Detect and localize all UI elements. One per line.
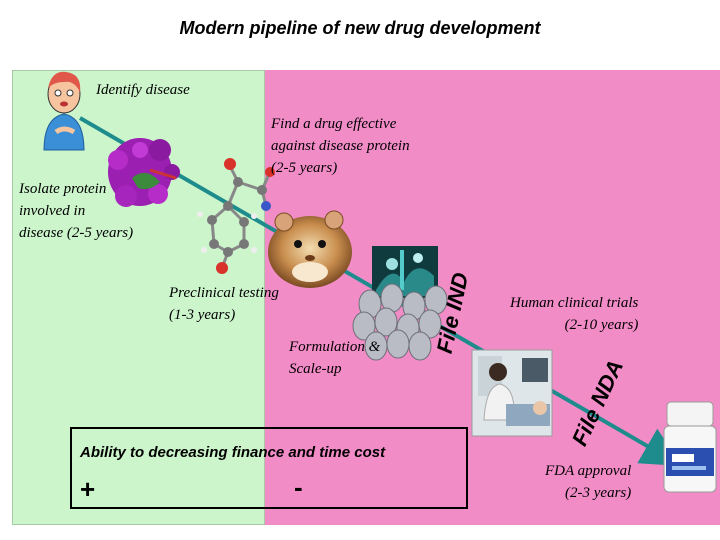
patient-icon [43,71,85,151]
doctor-patient-icon [471,349,553,437]
pills-icon [352,283,448,361]
hamster-icon [268,210,352,288]
preclinical-label: Preclinical testing (1-3 years) [169,285,279,323]
cost-box-title: Ability to decreasing finance and time c… [80,444,386,461]
plus-sign: + [80,474,96,504]
molecule-atoms [197,158,275,274]
minus-sign: - [294,472,303,502]
fda-approval-label: FDA approval (2-3 years) [545,463,632,501]
page-title: Modern pipeline of new drug development [179,18,541,38]
isolate-protein-label: Isolate protein involved in disease (2-5… [19,181,134,241]
pill-bottle-icon [663,401,717,493]
clinical-trials-label: Human clinical trials (2-10 years) [510,295,639,333]
find-drug-label: Find a drug effective against disease pr… [271,116,410,176]
identify-disease-label: Identify disease [96,82,190,98]
formulation-label: Formulation & Scale-up [289,339,381,377]
cost-box [70,427,468,509]
protein-icon [108,138,180,207]
